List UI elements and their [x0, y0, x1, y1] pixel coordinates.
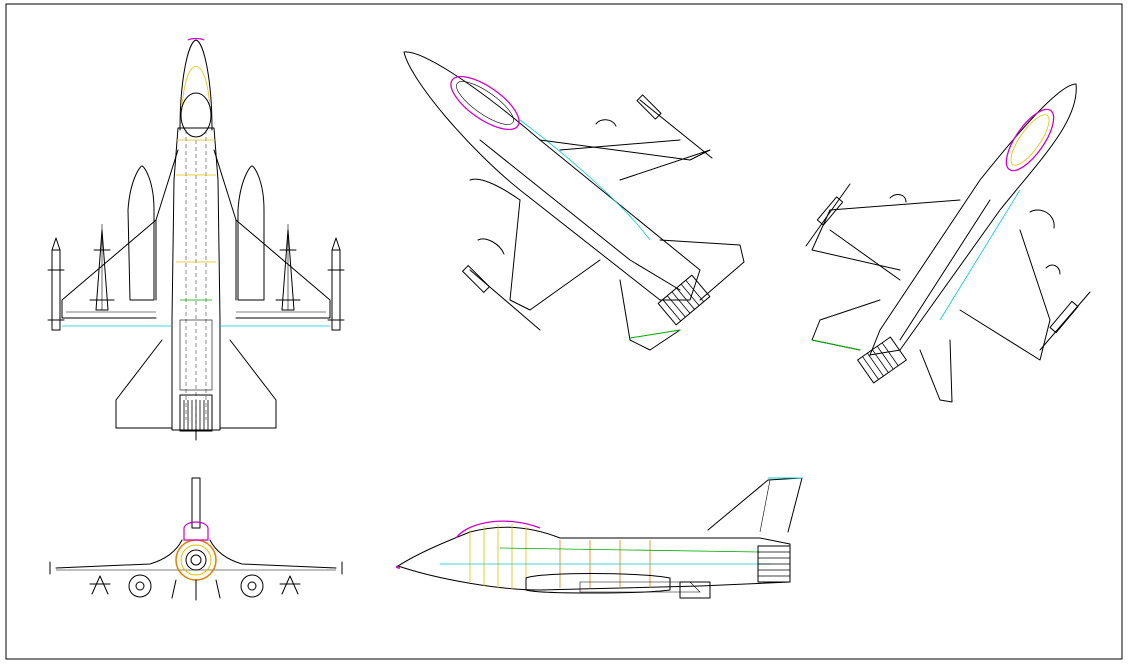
front-view-aircraft	[49, 477, 343, 601]
drawing-border	[5, 3, 1123, 660]
top-view-aircraft	[47, 37, 345, 441]
side-view-aircraft	[395, 477, 803, 599]
iso-view-left-aircraft	[403, 51, 745, 351]
iso-view-right-aircraft	[805, 83, 1091, 403]
